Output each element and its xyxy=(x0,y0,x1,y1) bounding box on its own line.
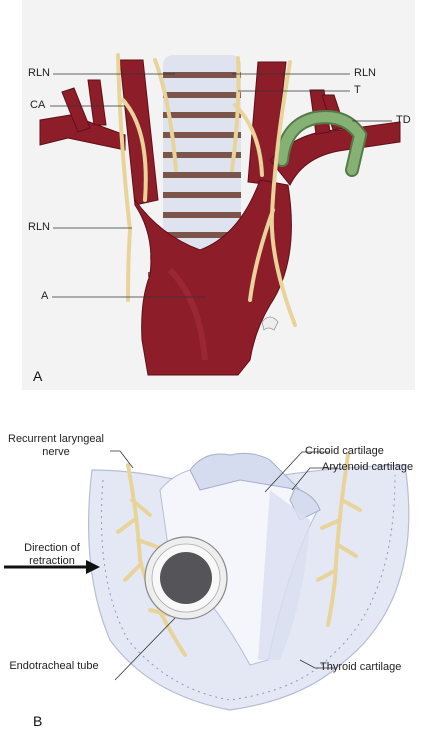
endotracheal-tube xyxy=(144,536,228,620)
panel-b-letter: B xyxy=(33,713,43,729)
cricoid-cartilage xyxy=(189,452,302,491)
retraction-arrow-icon xyxy=(4,560,100,574)
aorta xyxy=(134,179,292,376)
label-rln-mid-left: RLN xyxy=(28,221,51,233)
panel-a-drawing xyxy=(39,53,401,376)
label-endotracheal: Endotracheal tube xyxy=(9,660,99,672)
leader-lines-a xyxy=(50,73,392,298)
panel-b-drawing xyxy=(4,450,410,711)
label-cricoid: Cricoid cartilage xyxy=(305,445,384,457)
label-arytenoid: Arytenoid cartilage xyxy=(322,461,414,473)
nerves-panel-b xyxy=(116,453,362,657)
label-rln-top-left: RLN xyxy=(28,67,51,79)
label-t: T xyxy=(354,84,361,96)
nerves-panel-a xyxy=(116,53,297,327)
label-ca: CA xyxy=(30,99,46,111)
leader-lines-b xyxy=(110,450,338,681)
label-a: A xyxy=(41,290,49,302)
label-recurrent-nerve: Recurrent laryngeal nerve xyxy=(8,433,104,458)
label-rln-top-right: RLN xyxy=(354,67,377,79)
label-td: TD xyxy=(396,114,411,126)
label-direction: Direction of retraction xyxy=(24,542,80,567)
label-thyroid: Thyroid cartilage xyxy=(320,661,402,673)
panel-a-letter: A xyxy=(33,368,43,384)
